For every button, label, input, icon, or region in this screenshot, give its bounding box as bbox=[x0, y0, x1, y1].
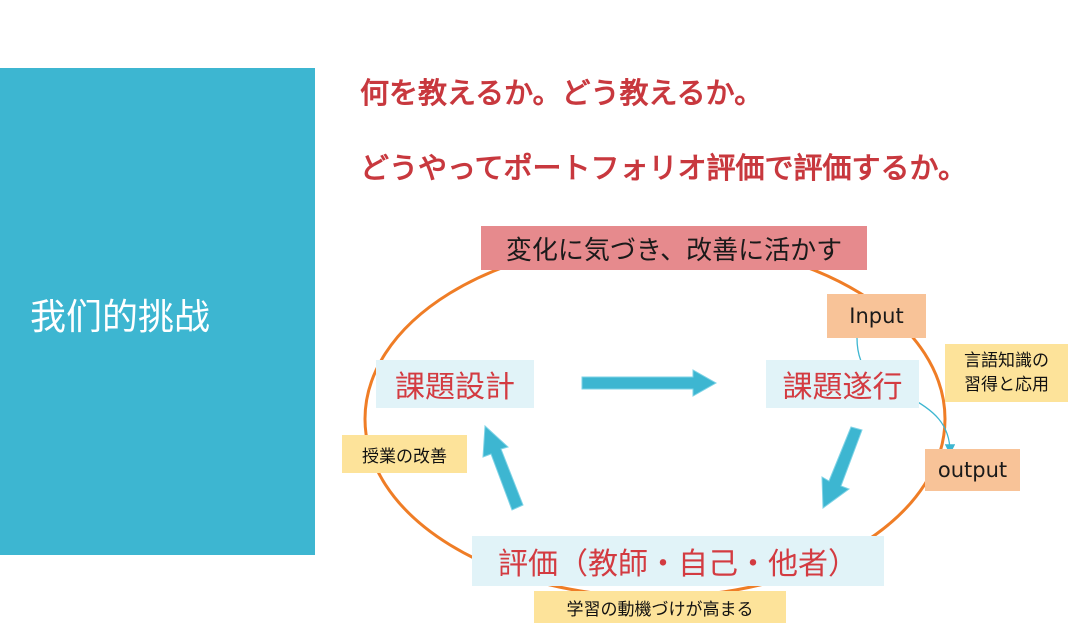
arrow-evaluation-to-design bbox=[482, 424, 524, 511]
note-motivation: 学習の動機づけが高まる bbox=[534, 591, 786, 623]
note-language: 言語知識の 習得と応用 bbox=[945, 344, 1068, 402]
top-label: 変化に気づき、改善に活かす bbox=[481, 226, 867, 270]
side-title: 我们的挑战 bbox=[30, 297, 211, 338]
stage-evaluation: 評価（教師・自己・他者） bbox=[472, 536, 884, 586]
stage-design: 課題設計 bbox=[376, 360, 534, 408]
arrow-execution-to-evaluation bbox=[821, 426, 863, 509]
note-improvement: 授業の改善 bbox=[342, 435, 467, 473]
side-panel bbox=[0, 68, 315, 555]
heading-what-how: 何を教えるか。どう教えるか。 bbox=[360, 76, 764, 110]
arrow-design-to-execution bbox=[581, 369, 718, 397]
stage-execution: 課題遂行 bbox=[766, 360, 919, 408]
heading-portfolio: どうやってポートフォリオ評価で評価するか。 bbox=[360, 151, 967, 185]
note-input: Input bbox=[827, 294, 926, 338]
note-output: output bbox=[925, 449, 1020, 491]
